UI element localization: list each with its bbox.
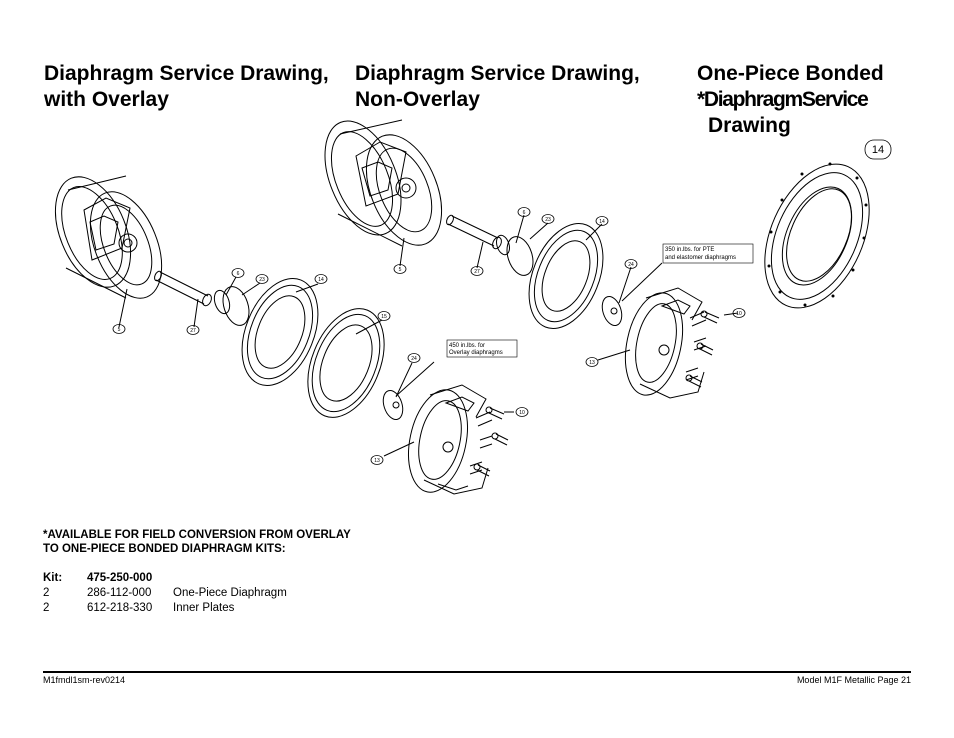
part-14-callout bbox=[864, 139, 892, 160]
callout bbox=[732, 308, 746, 318]
kit-item-desc: One-Piece Diaphragm bbox=[173, 587, 287, 599]
note-line: TO ONE-PIECE BONDED DIAPHRAGM KITS: bbox=[43, 543, 286, 555]
footer-page-label: Model M1F Metallic Page 21 bbox=[796, 675, 911, 685]
callout-label: 23 bbox=[545, 217, 551, 223]
bolts bbox=[473, 406, 509, 477]
footer-rule bbox=[43, 671, 911, 673]
bolts bbox=[685, 310, 720, 388]
liquid-chamber bbox=[624, 287, 707, 399]
callout bbox=[314, 274, 328, 284]
callout-label: 10 bbox=[519, 410, 525, 416]
callout-label: 24 bbox=[411, 356, 417, 362]
kit-label: Kit: bbox=[43, 572, 63, 584]
inner-plate bbox=[496, 234, 510, 256]
overlay-diaphragm bbox=[307, 308, 385, 418]
callout bbox=[624, 259, 638, 269]
shaft bbox=[154, 270, 212, 307]
diaphragm bbox=[241, 278, 319, 386]
footer-doc-id: M1fmdl1sm-rev0214 bbox=[43, 675, 126, 685]
callout-label: 6 bbox=[523, 210, 526, 216]
liquid-chamber bbox=[408, 384, 493, 495]
callout bbox=[186, 325, 200, 335]
callout bbox=[231, 268, 245, 278]
callout-label: 24 bbox=[628, 262, 634, 268]
callout-label: 13 bbox=[374, 458, 380, 464]
callout-label: 10 bbox=[736, 311, 742, 317]
heading-line: *DiaphragmService bbox=[697, 88, 869, 111]
callout bbox=[585, 357, 599, 367]
diaphragm bbox=[528, 223, 604, 329]
callout bbox=[517, 207, 531, 217]
callout-label: 5 bbox=[118, 327, 121, 333]
callout bbox=[370, 455, 384, 465]
callout-label: 15 bbox=[381, 314, 387, 320]
callout bbox=[515, 407, 529, 417]
callout bbox=[407, 353, 421, 363]
callout bbox=[470, 266, 484, 276]
air-chamber-housing bbox=[54, 175, 163, 299]
torque-note-line: Overlay diaphragms bbox=[449, 350, 503, 356]
callout-label: 13 bbox=[589, 360, 595, 366]
heading-non-overlay: Diaphragm Service Drawing, Non-Overlay bbox=[355, 61, 640, 113]
heading-line: with Overlay bbox=[44, 88, 169, 111]
non-overlay-drawing: 5 27 6 23 14 24 10 13 350 in.lbs. for PT… bbox=[324, 119, 754, 399]
heading-line: Diaphragm Service Drawing, bbox=[355, 62, 640, 85]
heading-overlay: Diaphragm Service Drawing, with Overlay bbox=[44, 61, 329, 113]
callout bbox=[393, 264, 407, 274]
kit-item-part: 286-112-000 bbox=[87, 587, 152, 599]
callout bbox=[595, 216, 609, 226]
heading-line: Diaphragm Service Drawing, bbox=[44, 62, 329, 85]
callout-label: 27 bbox=[474, 269, 480, 275]
callout-label: 14 bbox=[599, 219, 605, 225]
callout bbox=[255, 274, 269, 284]
kit-item-qty: 2 bbox=[43, 602, 50, 614]
kit-item-desc: Inner Plates bbox=[173, 602, 235, 614]
torque-note-box bbox=[662, 243, 754, 264]
inner-plate bbox=[213, 289, 231, 315]
callout bbox=[541, 214, 555, 224]
note-line: *AVAILABLE FOR FIELD CONVERSION FROM OVE… bbox=[43, 529, 351, 541]
heading-line: One-Piece Bonded bbox=[697, 62, 884, 85]
callout bbox=[112, 324, 126, 334]
heading-line: Drawing bbox=[708, 114, 791, 137]
part-14-label: 14 bbox=[872, 144, 884, 156]
kit-item-qty: 2 bbox=[43, 587, 50, 599]
callout-label: 23 bbox=[259, 277, 265, 283]
bonded-diaphragm-drawing: 14 bbox=[764, 139, 892, 309]
torque-note-box bbox=[446, 339, 518, 358]
backup-diaphragm bbox=[222, 286, 250, 326]
outer-plate bbox=[601, 295, 623, 327]
callout-label: 27 bbox=[190, 328, 196, 334]
callout-label: 14 bbox=[318, 277, 324, 283]
callout bbox=[377, 311, 391, 321]
kit-number: 475-250-000 bbox=[87, 572, 153, 584]
kit-item-part: 612-218-330 bbox=[87, 602, 153, 614]
air-chamber-housing bbox=[324, 119, 443, 247]
overlay-drawing: 5 27 6 23 14 15 24 10 13 450 in.lbs. for… bbox=[54, 175, 529, 495]
backup-diaphragm bbox=[506, 236, 534, 276]
heading-line: Non-Overlay bbox=[355, 88, 480, 111]
heading-bonded: One-Piece Bonded *DiaphragmService Drawi… bbox=[697, 61, 884, 139]
torque-note-line: 450 in.lbs. for bbox=[449, 343, 485, 349]
torque-note-line: 350 in.lbs. for PTE bbox=[665, 247, 714, 253]
callout-label: 6 bbox=[237, 271, 240, 277]
shaft bbox=[446, 214, 502, 250]
callout-label: 5 bbox=[399, 267, 402, 273]
outer-plate bbox=[382, 389, 404, 421]
conversion-note: *AVAILABLE FOR FIELD CONVERSION FROM OVE… bbox=[43, 528, 351, 556]
torque-note-line: and elastomer diaphragms bbox=[665, 255, 736, 261]
